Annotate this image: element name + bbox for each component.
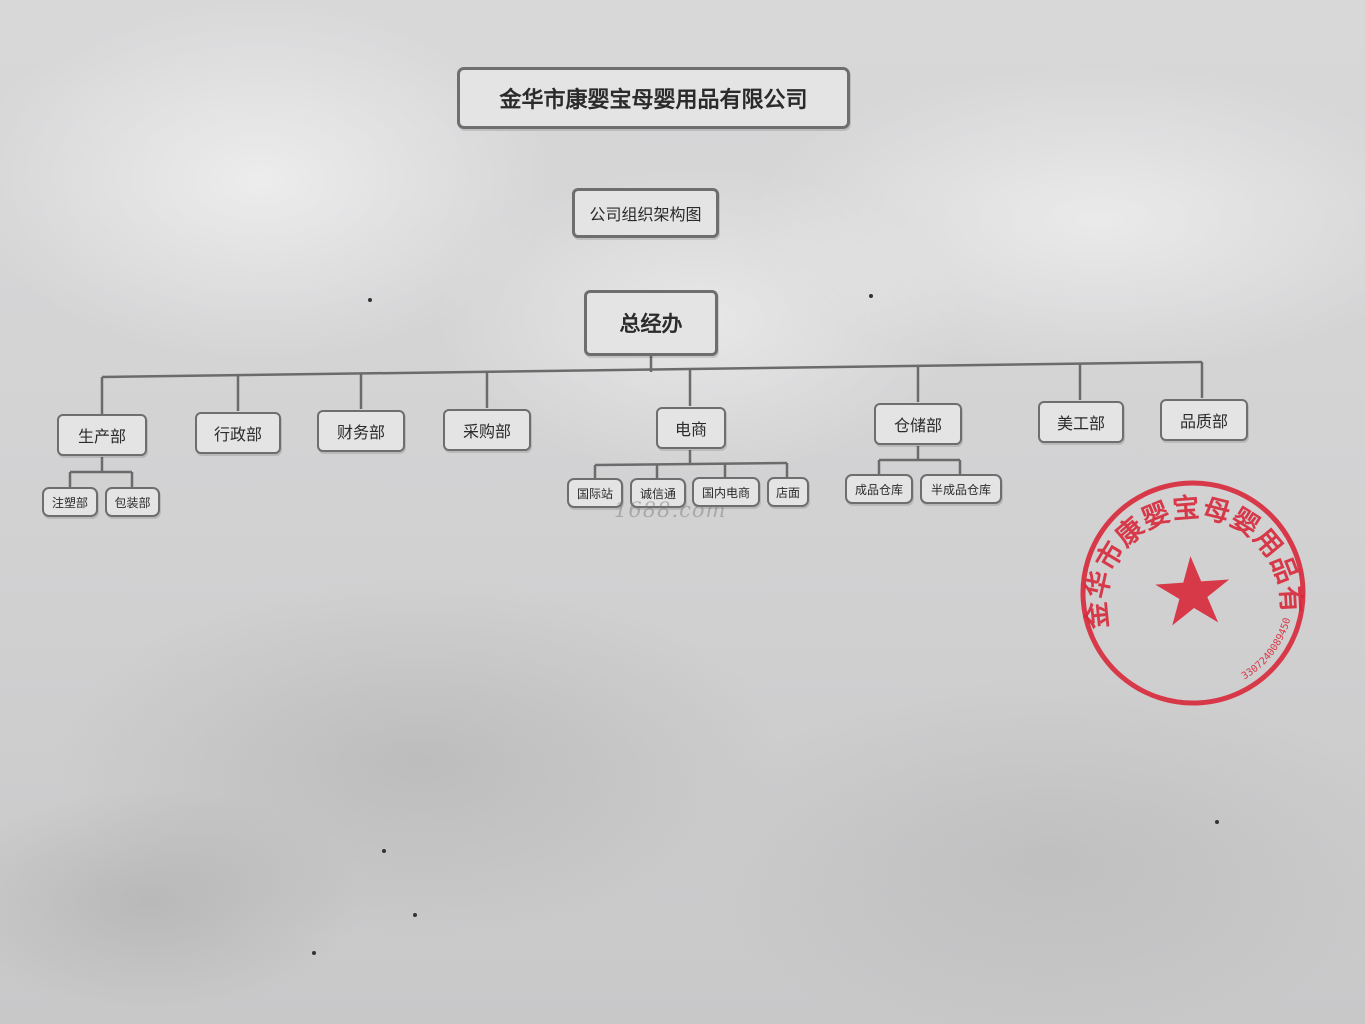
company-seal: 金华市康婴宝母婴用品有限公司 3307240089450 <box>1070 470 1307 706</box>
paper-speck <box>368 298 372 302</box>
sub-finished-goods-warehouse-node: 成品仓库 <box>845 474 913 504</box>
paper-speck <box>312 951 316 955</box>
paper-speck <box>1215 820 1219 824</box>
star-icon <box>1155 556 1230 626</box>
dept-art-node: 美工部 <box>1038 401 1124 443</box>
dept-production-node: 生产部 <box>57 414 147 456</box>
dept-ecommerce-node: 电商 <box>656 407 726 449</box>
sub-storefront-node: 店面 <box>767 477 809 507</box>
sub-injection-node: 注塑部 <box>42 487 98 517</box>
paper-speck <box>382 849 386 853</box>
dept-quality-node: 品质部 <box>1160 399 1248 441</box>
dept-warehouse-node: 仓储部 <box>874 403 962 445</box>
paper-speck <box>869 294 873 298</box>
company-title: 金华市康婴宝母婴用品有限公司 <box>457 67 850 129</box>
dept-purchasing-node: 采购部 <box>443 409 531 451</box>
paper-speck <box>413 913 417 917</box>
sub-chengxintong-node: 诚信通 <box>630 478 686 508</box>
sub-domestic-ecommerce-node: 国内电商 <box>692 477 760 507</box>
dept-finance-node: 财务部 <box>317 410 405 452</box>
sub-international-site-node: 国际站 <box>567 478 623 508</box>
sub-packaging-node: 包装部 <box>105 487 160 517</box>
dept-admin-node: 行政部 <box>195 412 281 454</box>
chart-title: 公司组织架构图 <box>572 188 719 238</box>
sub-semi-finished-warehouse-node: 半成品仓库 <box>920 474 1002 504</box>
general-manager-office-node: 总经办 <box>584 290 718 356</box>
watermark-text: 1688.com <box>614 498 727 522</box>
